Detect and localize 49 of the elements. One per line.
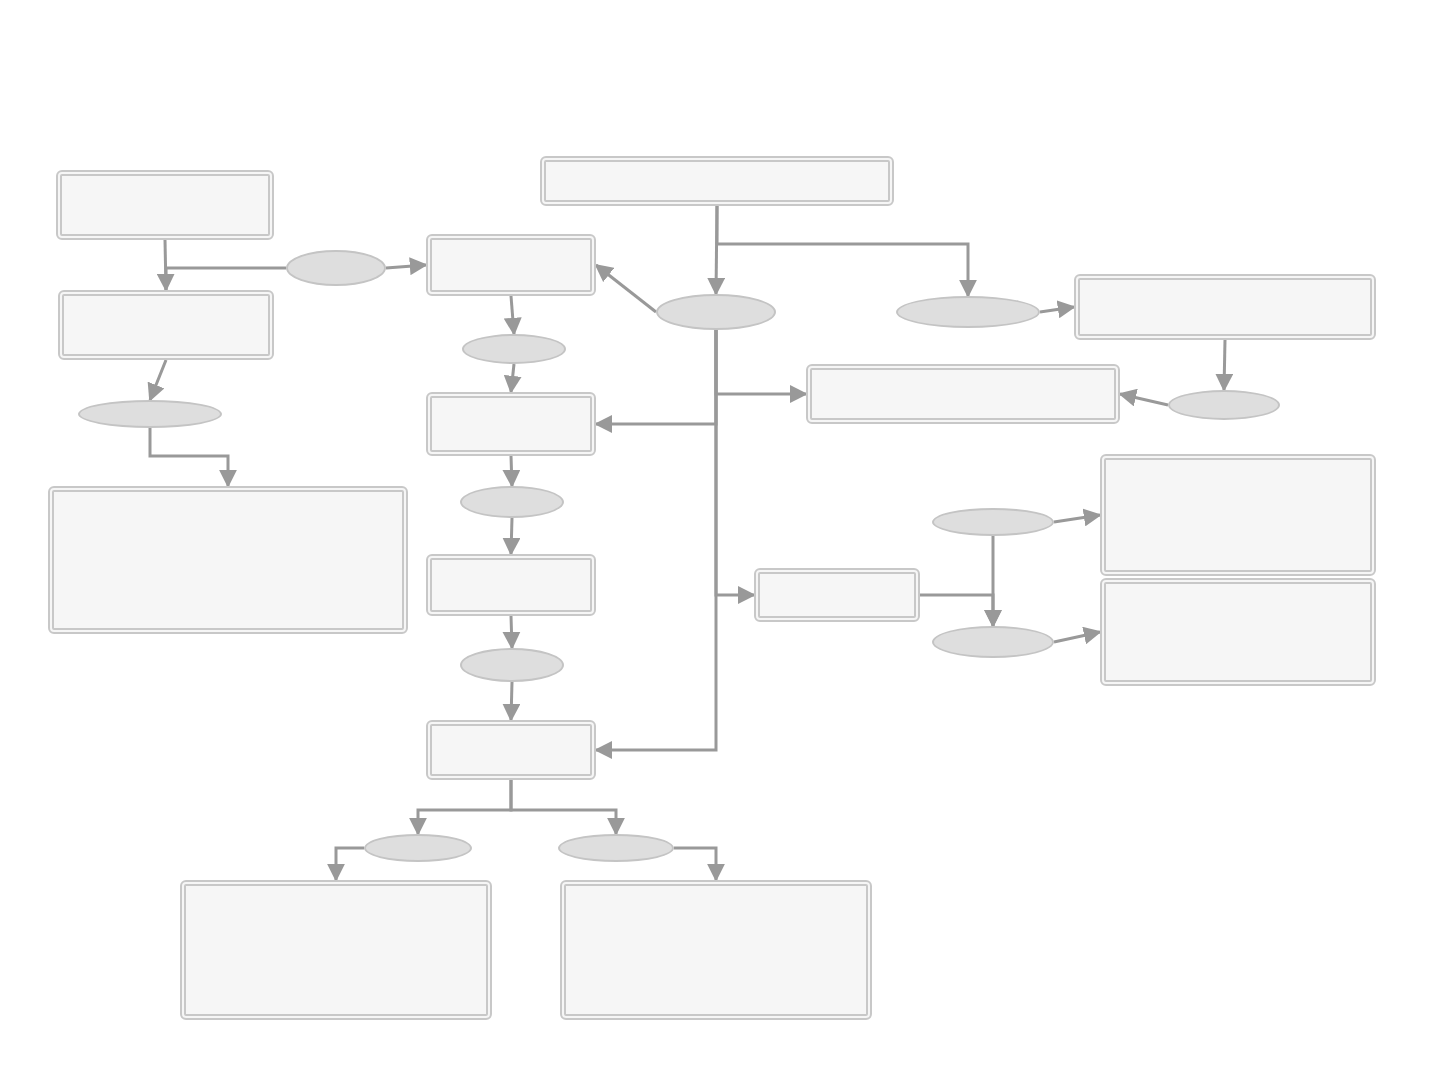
process-box <box>1074 274 1376 340</box>
decision-ellipse <box>558 834 674 862</box>
arrow <box>502 615 521 650</box>
process-box <box>426 720 596 780</box>
arrow <box>502 455 521 488</box>
arrow <box>502 517 521 556</box>
arrow <box>920 593 1002 628</box>
process-box <box>56 170 274 240</box>
arrow <box>385 257 428 276</box>
process-box <box>560 880 872 1020</box>
process-box <box>58 290 274 360</box>
process-box <box>426 234 596 296</box>
arrow <box>594 263 657 314</box>
process-box <box>1100 454 1376 576</box>
arrow <box>715 206 977 298</box>
arrow <box>503 295 522 336</box>
arrow <box>1039 300 1076 319</box>
process-box <box>426 392 596 456</box>
arrow <box>674 846 725 882</box>
arrow <box>502 681 521 722</box>
decision-ellipse <box>462 334 566 364</box>
arrow <box>147 359 168 402</box>
arrow <box>1215 339 1234 392</box>
arrow <box>1053 626 1102 645</box>
decision-ellipse <box>656 294 776 330</box>
decision-ellipse <box>1168 390 1280 420</box>
decision-ellipse <box>932 626 1054 658</box>
connector-line <box>164 266 286 290</box>
decision-ellipse <box>460 648 564 682</box>
arrow <box>1053 508 1102 527</box>
decision-ellipse <box>286 250 386 286</box>
process-box <box>1100 578 1376 686</box>
arrow <box>509 780 625 836</box>
decision-ellipse <box>932 508 1054 536</box>
arrow <box>594 330 718 759</box>
process-box <box>540 156 894 206</box>
process-box <box>180 880 492 1020</box>
process-box <box>48 486 408 634</box>
process-box <box>426 554 596 616</box>
decision-ellipse <box>460 486 564 518</box>
arrow <box>327 846 364 882</box>
arrow <box>503 363 522 394</box>
process-box <box>754 568 920 622</box>
process-box <box>806 364 1120 424</box>
arrow <box>148 428 237 488</box>
arrow <box>707 206 726 296</box>
arrow <box>156 239 175 292</box>
decision-ellipse <box>364 834 472 862</box>
arrow <box>1118 388 1169 407</box>
